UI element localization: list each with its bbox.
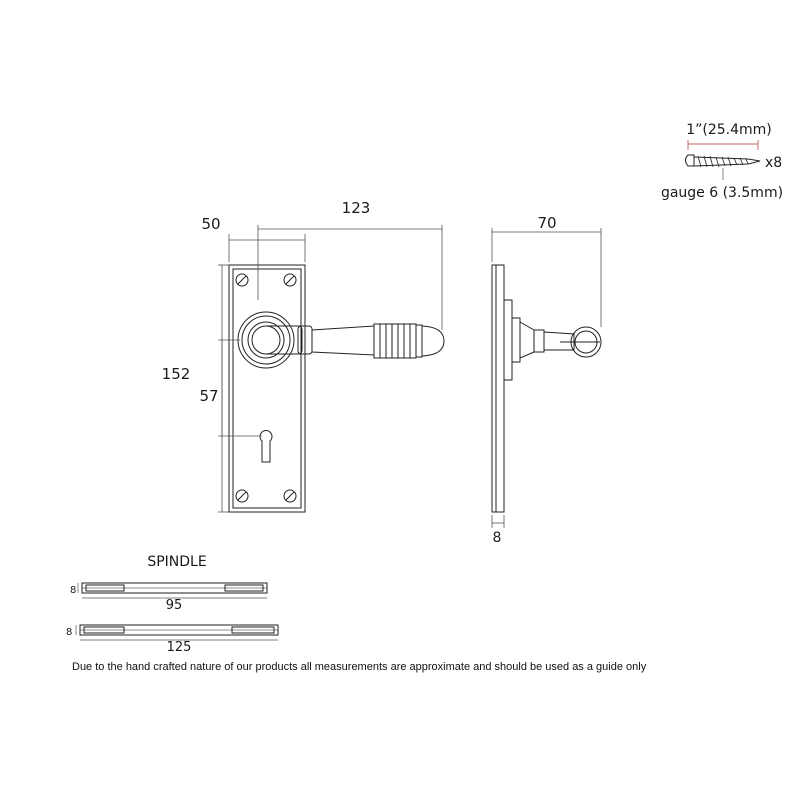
spindle-95	[77, 582, 268, 599]
dim-thickness-label: 8	[493, 530, 502, 546]
front-view	[228, 264, 445, 513]
disclaimer-note: Due to the hand crafted nature of our pr…	[72, 661, 647, 673]
side-backplate	[491, 264, 505, 513]
side-view	[491, 264, 602, 513]
backplate	[228, 264, 306, 513]
keyhole	[259, 430, 273, 463]
screw-quantity-label: x8	[765, 155, 782, 171]
screw-length-label: 1”(25.4mm)	[686, 122, 772, 138]
dim-width-label: 50	[201, 215, 220, 233]
lever-handle	[266, 323, 445, 359]
dim-projection-label: 123	[342, 199, 371, 217]
spindle-short-size-label: 8	[70, 585, 76, 596]
screw-illustration	[685, 140, 761, 180]
spindle-long-length-label: 125	[167, 640, 192, 655]
screw-holes	[235, 273, 297, 503]
dim-keyhole-label: 57	[199, 387, 218, 405]
side-dimensions	[491, 228, 602, 528]
spindle-short-length-label: 95	[166, 598, 183, 613]
dim-depth-label: 70	[537, 214, 556, 232]
rose	[237, 311, 295, 369]
front-dimensions	[218, 225, 443, 513]
spindle-long-size-label: 8	[66, 627, 72, 638]
spindle-125	[75, 624, 279, 641]
spindle-title: SPINDLE	[147, 554, 206, 570]
dim-height-label: 152	[162, 365, 191, 383]
screw-gauge-label: gauge 6 (3.5mm)	[661, 185, 783, 201]
